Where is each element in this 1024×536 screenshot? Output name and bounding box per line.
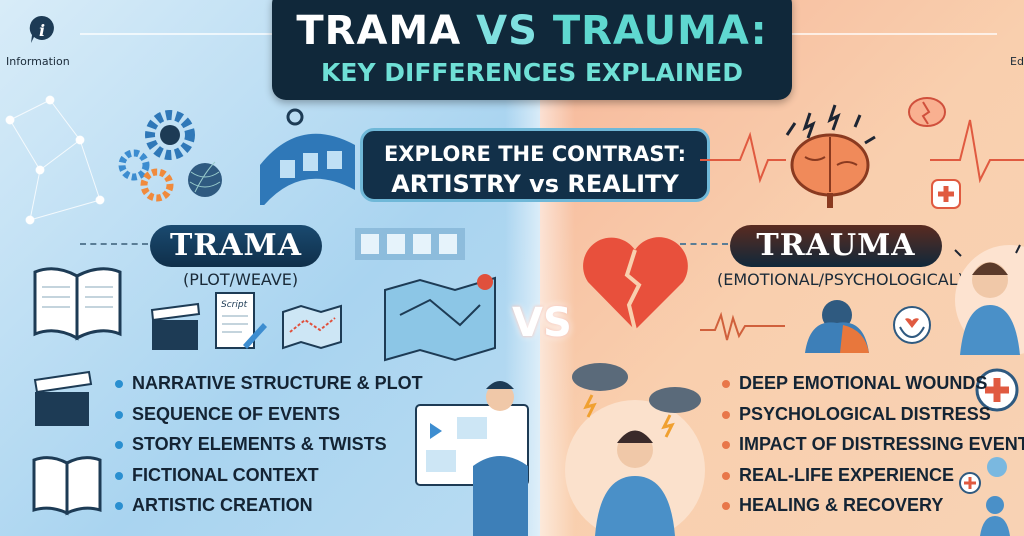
script-label: Script xyxy=(221,300,248,310)
heartbeat-line xyxy=(700,110,1024,190)
medical-cross-icon xyxy=(975,368,1020,413)
trama-title: TRAMA xyxy=(150,225,322,267)
support-group-icon xyxy=(955,455,1024,536)
title-trauma: TRAUMA: xyxy=(552,8,768,54)
open-book-icon xyxy=(30,262,125,342)
trauma-title: TRAUMA xyxy=(730,225,942,267)
page-subtitle: KEY DIFFERENCES EXPLAINED xyxy=(321,58,743,87)
trama-point: STORY ELEMENTS & TWISTS xyxy=(115,429,423,460)
brain-small-icon xyxy=(905,92,950,132)
info-icon: i xyxy=(28,14,56,46)
brain-icon xyxy=(775,95,885,210)
dashed-connector xyxy=(80,243,148,245)
trauma-caption: (EMOTIONAL/PSYCHOLOGICAL) xyxy=(717,270,964,289)
script-icon: Script xyxy=(213,290,268,355)
pulse-line-icon xyxy=(700,305,795,345)
contrast-line1: EXPLORE THE CONTRAST: xyxy=(383,142,687,166)
information-label: Information xyxy=(6,55,70,68)
clapperboard-icon xyxy=(148,302,203,354)
title-banner: TRAMA VS TRAUMA: KEY DIFFERENCES EXPLAIN… xyxy=(272,0,792,100)
trauma-point: PSYCHOLOGICAL DISTRESS xyxy=(722,399,1024,430)
title-vs: VS xyxy=(476,8,538,54)
yarn-ball-icon xyxy=(185,160,225,200)
storm-person-icon xyxy=(560,355,710,536)
film-strip-small-icon xyxy=(355,228,465,260)
small-map-icon xyxy=(280,302,345,352)
contrast-banner: EXPLORE THE CONTRAST: ARTISTRY vs REALIT… xyxy=(360,128,710,202)
vs-label: VS xyxy=(512,300,572,346)
book-icon-2 xyxy=(30,450,105,520)
trauma-points: DEEP EMOTIONAL WOUNDS PSYCHOLOGICAL DIST… xyxy=(722,368,1024,521)
broken-heart-icon xyxy=(578,230,693,335)
distressed-person-icon xyxy=(795,295,880,355)
title-trama: TRAMA xyxy=(296,8,462,54)
stressed-person-icon xyxy=(950,240,1024,355)
trauma-point: HEALING & RECOVERY xyxy=(722,490,1024,521)
caring-hands-icon xyxy=(890,305,935,350)
gears-icon xyxy=(112,100,207,205)
first-aid-icon xyxy=(930,178,962,210)
dashed-connector-right xyxy=(680,243,728,245)
trauma-point: IMPACT OF DISTRESSING EVENTS xyxy=(722,429,1024,460)
storyboard-person-icon xyxy=(412,375,540,536)
trama-points: NARRATIVE STRUCTURE & PLOT SEQUENCE OF E… xyxy=(115,368,423,521)
header-line-left xyxy=(80,33,275,35)
corner-right-label: Ed xyxy=(1010,55,1024,68)
svg-text:i: i xyxy=(39,21,45,40)
trauma-point: DEEP EMOTIONAL WOUNDS xyxy=(722,368,1024,399)
trama-point: SEQUENCE OF EVENTS xyxy=(115,399,423,430)
trama-point: ARTISTIC CREATION xyxy=(115,490,423,521)
contrast-line2: ARTISTRY vs REALITY xyxy=(391,170,679,198)
trama-caption: (PLOT/WEAVE) xyxy=(183,270,299,289)
map-icon xyxy=(380,270,500,365)
film-strip-icon xyxy=(255,105,360,205)
header-line-right xyxy=(792,33,997,35)
trauma-point: REAL-LIFE EXPERIENCE xyxy=(722,460,1024,491)
trama-point: NARRATIVE STRUCTURE & PLOT xyxy=(115,368,423,399)
network-icon xyxy=(0,90,110,230)
page-title: TRAMA VS TRAUMA: xyxy=(272,8,792,54)
clapperboard-icon-2 xyxy=(30,368,95,430)
trama-point: FICTIONAL CONTEXT xyxy=(115,460,423,491)
